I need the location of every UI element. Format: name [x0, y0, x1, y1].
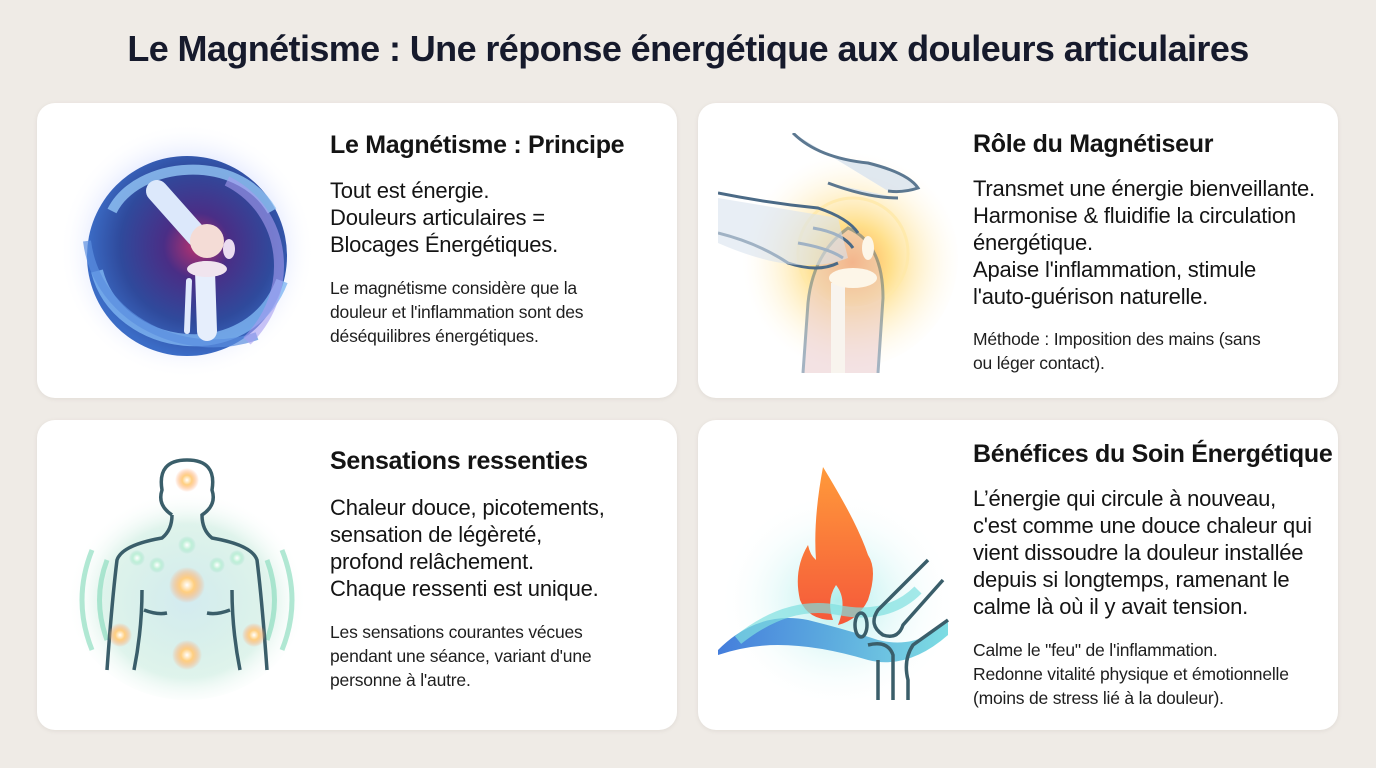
- card-lead-text: L’énergie qui circule à nouveau, c'est c…: [973, 486, 1312, 619]
- card-heading: Bénéfices du Soin Énergétique: [973, 440, 1333, 468]
- card-role-magnetiseur: Rôle du Magnétiseur Transmet une énergie…: [698, 103, 1338, 398]
- card-note-text: Méthode : Imposition des mains (sans ou …: [973, 329, 1261, 373]
- card-note-text: Le magnétisme considère que la douleur e…: [330, 278, 584, 346]
- hands-on-knee-icon: [717, 131, 968, 374]
- card-lead-text: Chaleur douce, picotements, sensation de…: [330, 495, 605, 601]
- page-title: Le Magnétisme : Une réponse énergétique …: [127, 28, 1249, 69]
- card-heading: Rôle du Magnétiseur: [973, 130, 1214, 158]
- knee-energy-sphere-icon: [57, 121, 317, 381]
- body-energy-points-icon: [62, 450, 312, 700]
- card-note-text: Les sensations courantes vécues pendant …: [330, 622, 592, 690]
- flame-wave-knee-icon: [718, 460, 968, 700]
- card-lead-text: Transmet une énergie bienveillante. Harm…: [973, 176, 1315, 309]
- card-lead-text: Tout est énergie. Douleurs articulaires …: [330, 178, 558, 257]
- card-heading: Le Magnétisme : Principe: [330, 131, 625, 159]
- card-sensations: Sensations ressenties Chaleur douce, pic…: [37, 420, 677, 730]
- card-principe: Le Magnétisme : Principe Tout est énergi…: [37, 103, 677, 398]
- card-note-text: Calme le "feu" de l'inflammation. Redonn…: [973, 640, 1289, 708]
- card-benefices: Bénéfices du Soin Énergétique L’énergie …: [698, 420, 1338, 730]
- card-heading: Sensations ressenties: [330, 447, 588, 475]
